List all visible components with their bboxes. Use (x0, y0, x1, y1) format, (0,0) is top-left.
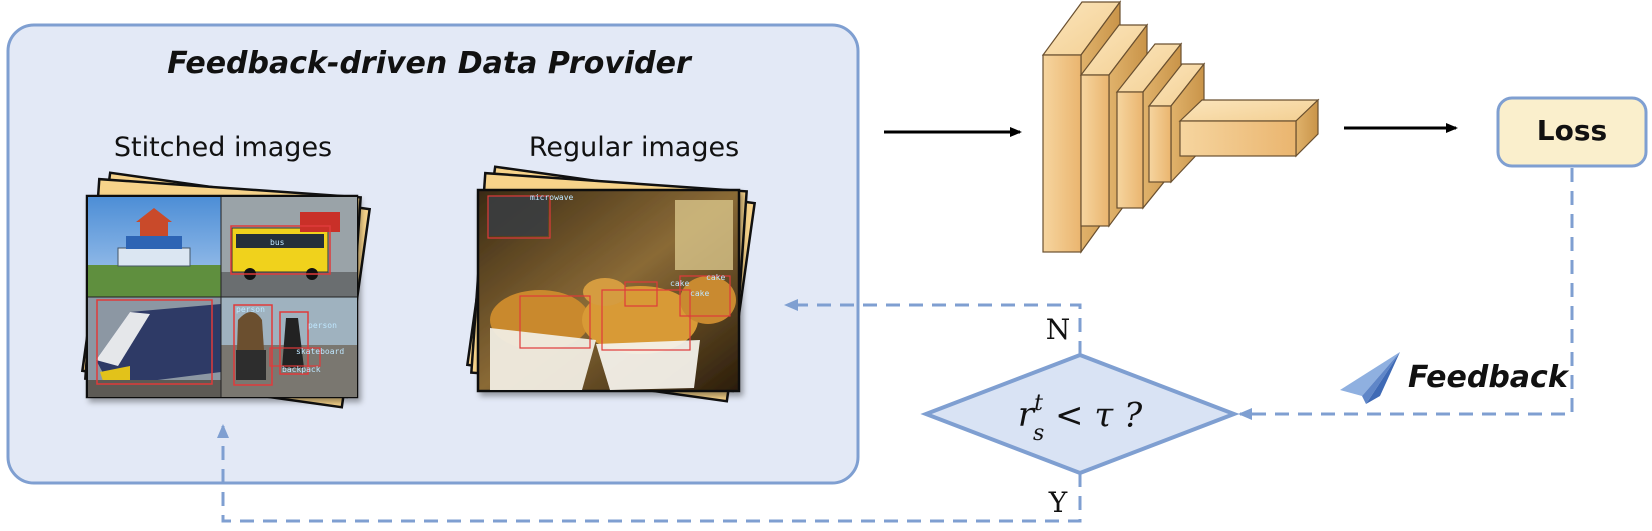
feedback-connector (1238, 168, 1574, 420)
cake-tag-2: cake (706, 273, 725, 282)
backpack-tag: backpack (282, 365, 321, 374)
regular-photo-muffins: microwave cake cake cake (487, 193, 736, 390)
person-tag-1: person (236, 305, 265, 314)
microwave-tag: microwave (530, 193, 574, 202)
regular-images-stack: microwave cake cake cake (465, 165, 757, 403)
yes-branch-connector (217, 424, 1082, 523)
no-branch-label: N (1045, 313, 1071, 346)
yes-branch-label: Y (1048, 486, 1068, 519)
provider-title: Feedback-driven Data Provider (167, 46, 691, 81)
stitched-photo-lighthouse (88, 197, 221, 297)
bus-tag: bus (270, 238, 285, 247)
paper-plane-icon (1340, 352, 1400, 404)
stitched-images-stack: bus person person skateboard backpack (80, 171, 372, 409)
regular-images-label: Regular images (528, 132, 740, 163)
loss-box (1496, 96, 1648, 168)
feedback-label: Feedback (1408, 360, 1568, 395)
stitched-photo-train (88, 297, 221, 397)
cake-tag-1: cake (670, 279, 689, 288)
condition-superscript: t (1034, 391, 1043, 416)
cake-tag-3: cake (690, 289, 709, 298)
person-tag-2: person (308, 321, 337, 330)
skateboard-tag: skateboard (296, 347, 344, 356)
condition-rest: < τ ? (1044, 395, 1143, 436)
condition-subscript: s (1032, 421, 1045, 447)
stitched-photo-people: person person skateboard backpack (221, 297, 357, 397)
network-model (1041, 0, 1320, 254)
no-branch-connector (784, 299, 1082, 355)
loss-label: Loss (1536, 114, 1608, 147)
stitched-images-label: Stitched images (113, 132, 333, 163)
condition-symbol: r (1017, 395, 1035, 436)
stitched-photo-bus: bus (221, 197, 357, 297)
